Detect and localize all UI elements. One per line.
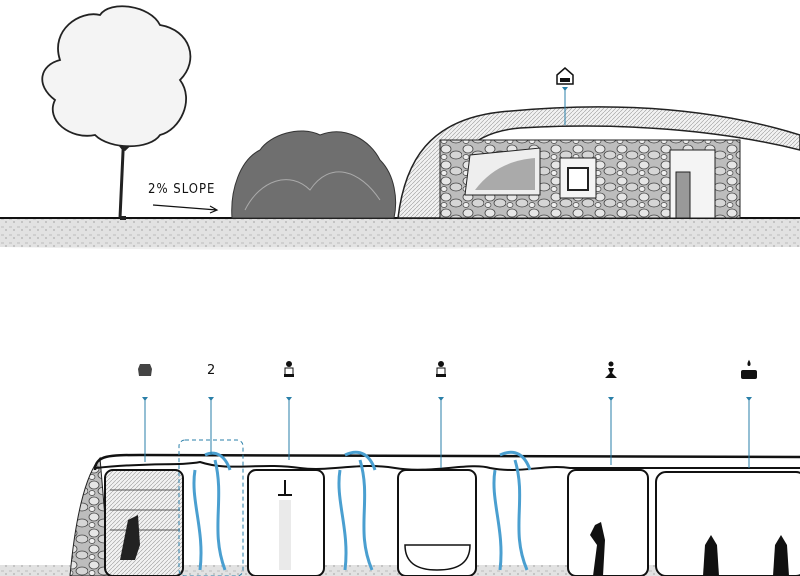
candle-icon bbox=[741, 359, 757, 379]
shrub bbox=[231, 130, 397, 219]
lower-section: 2 bbox=[0, 359, 800, 576]
bathtub bbox=[404, 544, 471, 571]
sauna-room bbox=[104, 469, 184, 576]
marker-2: 2 bbox=[207, 363, 215, 455]
bath-person-icon bbox=[436, 361, 446, 377]
person-silhouette bbox=[590, 522, 605, 576]
marker-6 bbox=[741, 359, 757, 468]
tree bbox=[41, 5, 192, 220]
shower-water bbox=[279, 500, 291, 570]
massage-room bbox=[567, 469, 649, 576]
slope-label: 2% SLOPE bbox=[148, 182, 215, 197]
marker-number: 2 bbox=[207, 363, 215, 378]
marker-4 bbox=[436, 361, 446, 468]
highlight-box bbox=[178, 439, 244, 576]
upper-section: 2% SLOPE bbox=[0, 5, 800, 250]
house-bed-icon bbox=[556, 67, 574, 85]
shower-person-icon bbox=[284, 361, 294, 377]
massage-person-icon bbox=[605, 361, 617, 378]
person-silhouette bbox=[120, 515, 140, 560]
earth-house bbox=[397, 106, 800, 219]
oil-burner-icon bbox=[138, 364, 152, 376]
marker-5 bbox=[605, 361, 617, 465]
rooms bbox=[104, 469, 800, 576]
waterfalls bbox=[178, 439, 532, 576]
lounge-room bbox=[655, 471, 800, 576]
upper-marker bbox=[556, 67, 574, 125]
marker-1 bbox=[138, 364, 152, 462]
slope-annotation: 2% SLOPE bbox=[148, 182, 219, 214]
marker-3 bbox=[284, 361, 294, 460]
slope-arrow bbox=[152, 204, 219, 214]
